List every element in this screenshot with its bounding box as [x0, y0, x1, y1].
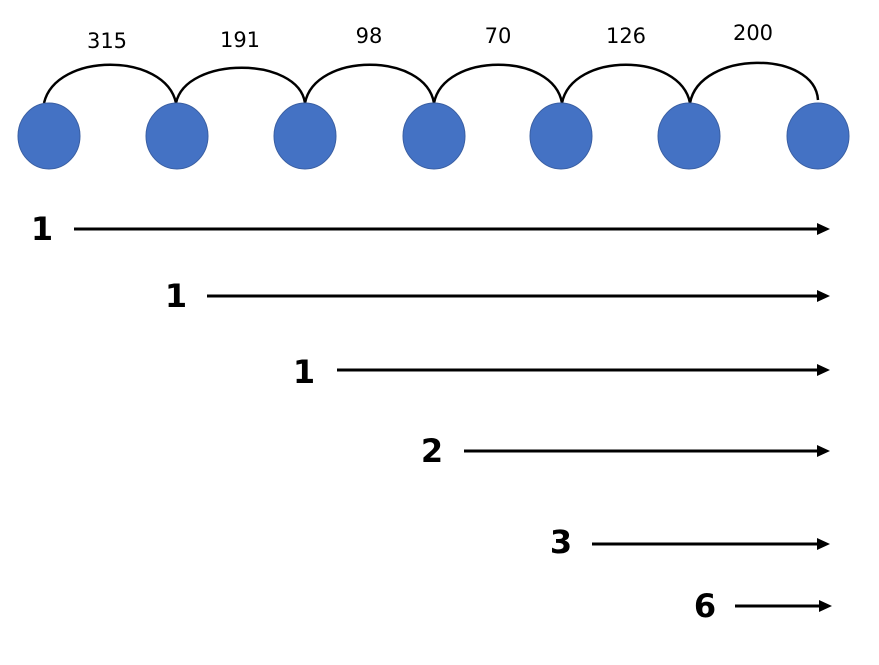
edge-arc [560, 63, 692, 104]
node-circle [402, 102, 466, 170]
edge-arc [42, 63, 178, 104]
edge-weight-label: 191 [220, 28, 260, 52]
arrow-head [817, 364, 830, 376]
arrow-head [817, 223, 830, 235]
arrow-head [817, 290, 830, 302]
edge-arcs [42, 61, 820, 104]
arrow-head [817, 445, 830, 457]
arrow-row: 2 [421, 432, 830, 470]
edge-arc [303, 63, 436, 104]
arrow-head [819, 600, 832, 612]
edge-weights: 315 191 98 70 126 200 [87, 21, 773, 53]
arrow-count-label: 6 [694, 587, 716, 625]
node-circle [786, 102, 850, 170]
nodes [17, 102, 850, 170]
edge-weight-label: 126 [606, 24, 646, 48]
node-circle [273, 102, 337, 170]
arrow-row: 1 [31, 210, 830, 248]
arrow-row: 1 [165, 277, 830, 315]
arrow-count-label: 1 [165, 277, 187, 315]
arrow-count-label: 1 [293, 353, 315, 391]
edge-weight-label: 98 [356, 24, 383, 48]
edge-arc [688, 61, 820, 104]
arrow-count-label: 2 [421, 432, 443, 470]
edge-weight-label: 70 [485, 24, 512, 48]
arrow-row: 3 [550, 523, 830, 561]
node-circle [657, 102, 721, 170]
arrow-count-label: 3 [550, 523, 572, 561]
node-circle [529, 102, 593, 170]
edge-weight-label: 200 [733, 21, 773, 45]
edge-arc [432, 63, 564, 104]
edge-weight-label: 315 [87, 29, 127, 53]
arrow-row: 6 [694, 587, 832, 625]
arrow-count-label: 1 [31, 210, 53, 248]
arrow-row: 1 [293, 353, 830, 391]
node-circle [17, 102, 81, 170]
node-circle [145, 102, 209, 170]
arrow-head [817, 538, 830, 550]
edge-arc [174, 66, 307, 104]
arrows: 1 1 1 2 3 6 [31, 210, 832, 625]
